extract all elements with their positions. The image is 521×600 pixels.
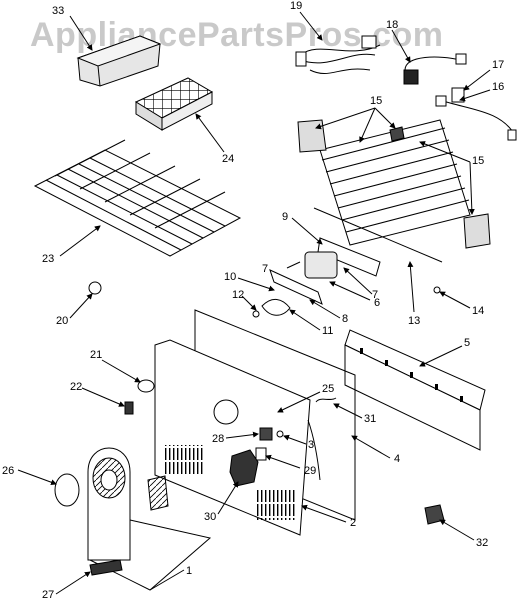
label-18: 18 (386, 19, 398, 31)
label-13: 13 (408, 315, 420, 327)
part-ice-bin (76, 35, 162, 87)
part-14 (433, 286, 441, 294)
label-31: 31 (364, 413, 376, 425)
leader-lines (17, 11, 491, 595)
label-14: 14 (472, 305, 484, 317)
part-number-labels: 33 19 18 17 16 15 15 15 24 23 9 7 7 10 1… (2, 0, 504, 600)
part-27 (89, 559, 123, 576)
part-17 (451, 87, 465, 103)
part-fan-motor-assembly (252, 237, 381, 318)
label-7-b: 7 (372, 289, 378, 301)
label-10: 10 (224, 271, 236, 283)
label-8: 8 (342, 313, 348, 325)
label-3: 3 (308, 439, 314, 451)
label-11: 11 (322, 325, 333, 337)
label-33: 33 (52, 5, 64, 17)
part-20 (88, 281, 102, 295)
label-17: 17 (492, 59, 504, 71)
label-4: 4 (394, 453, 400, 465)
label-9: 9 (282, 211, 288, 223)
label-6: 6 (374, 297, 380, 309)
label-1: 1 (186, 565, 192, 577)
part-fan-housing (54, 447, 212, 591)
label-16: 16 (492, 81, 504, 93)
label-28: 28 (212, 433, 224, 445)
label-21: 21 (90, 349, 102, 361)
label-15-b: 15 (472, 155, 484, 167)
label-26: 26 (2, 465, 14, 477)
label-12: 12 (232, 289, 244, 301)
label-27: 27 (42, 589, 54, 600)
part-rear-panel (154, 339, 321, 536)
label-24: 24 (222, 153, 234, 165)
part-wire-shelf (33, 139, 242, 257)
label-29: 29 (304, 465, 316, 477)
watermark-text: AppliancePartsPros.com (30, 16, 443, 54)
label-15-a: 15 (370, 95, 382, 107)
label-19: 19 (290, 0, 302, 12)
label-25: 25 (322, 383, 334, 395)
part-wire-harness (295, 35, 381, 74)
label-5: 5 (464, 337, 470, 349)
label-32: 32 (476, 537, 488, 549)
part-harness-18 (403, 53, 467, 85)
part-21 (137, 379, 155, 393)
part-harness-16 (435, 95, 517, 141)
part-31 (315, 397, 337, 403)
part-switch-28-3 (255, 427, 284, 461)
part-panel-5 (344, 329, 486, 451)
label-23: 23 (42, 253, 54, 265)
label-30: 30 (204, 511, 216, 523)
part-evaporator-coil (297, 119, 491, 263)
label-20: 20 (56, 315, 68, 327)
label-2: 2 (350, 517, 356, 529)
part-30 (229, 449, 259, 487)
part-22 (124, 401, 134, 415)
part-ice-tray (134, 77, 214, 131)
label-7-a: 7 (262, 263, 268, 275)
label-22: 22 (70, 381, 82, 393)
